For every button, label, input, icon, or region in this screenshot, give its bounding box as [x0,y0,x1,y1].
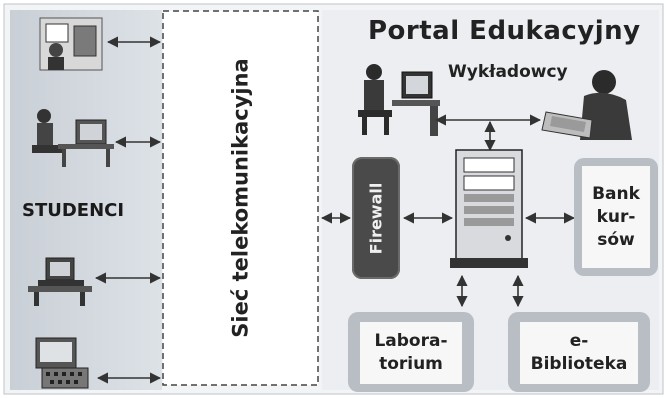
laboratory-box: Labora- torium [360,322,462,384]
student-workstation-icon [39,17,103,71]
e-library-box: e- Biblioteka [520,322,638,384]
student-workstation-icon [35,337,89,389]
firewall-box: Firewall [352,157,400,279]
network-band [162,10,319,386]
firewall-label: Firewall [366,182,386,254]
server-icon [450,149,528,268]
students-label: STUDENCI [22,200,125,221]
portal-title: Portal Edukacyjny [368,16,641,46]
students-band [10,10,162,390]
network-label-text: Sieć telekomunikacyjna [229,58,254,338]
course-bank-box: Bank kur- sów [582,166,650,268]
student-workstation-icon [32,109,114,167]
lecturer-workstation-icon [358,64,440,136]
network-label: Sieć telekomunikacyjna [164,12,318,384]
lecturer-phone-icon [541,70,632,140]
lecturers-label: Wykładowcy [448,62,568,82]
student-workstation-icon [28,257,92,306]
